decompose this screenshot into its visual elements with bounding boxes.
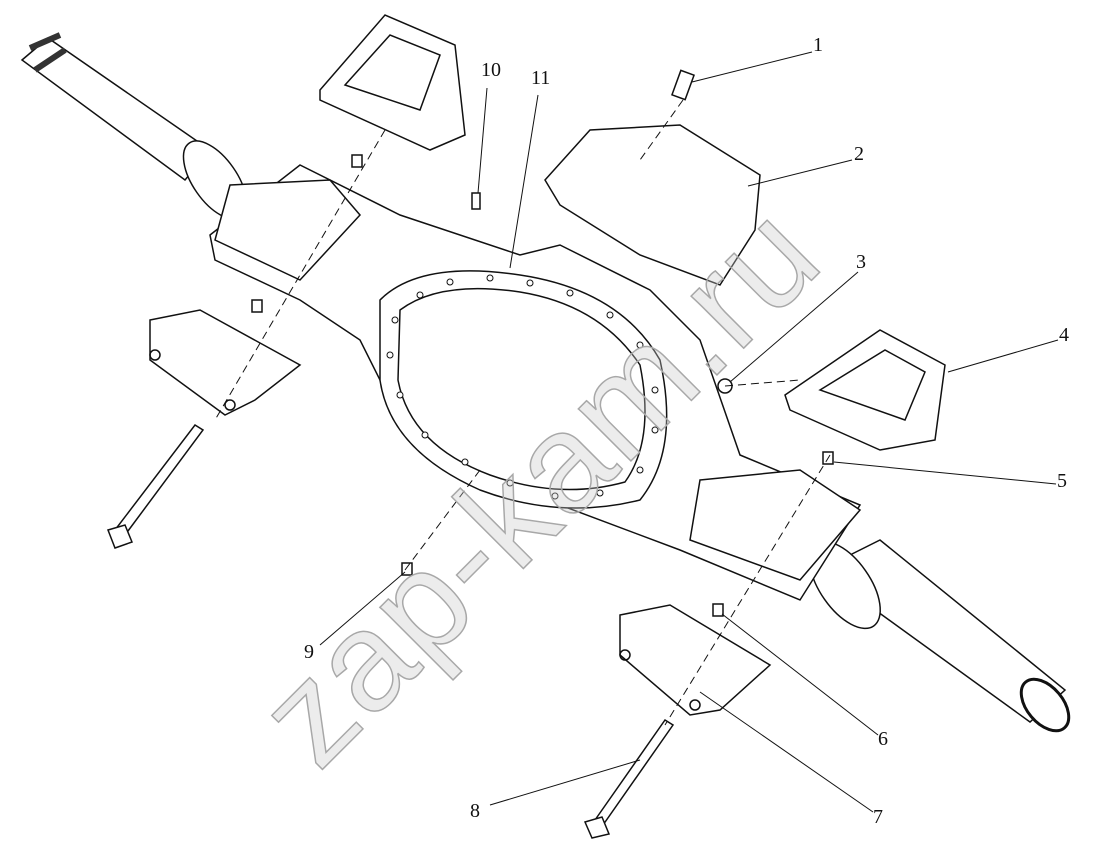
upper-spring-seat-left (319, 14, 466, 151)
u-bolt-head-right (583, 816, 611, 839)
upper-spring-seat-right (784, 329, 946, 451)
assembly-lines (214, 99, 831, 726)
callout-9: 9 (304, 641, 314, 663)
lower-spring-seat-right (619, 604, 772, 716)
u-bolt-left (113, 424, 205, 536)
dowel-9 (401, 562, 413, 576)
callout-7: 7 (873, 806, 883, 828)
callout-1: 1 (813, 34, 823, 56)
callout-8: 8 (470, 800, 480, 822)
right-axle-shaft (809, 539, 1071, 733)
housing-bolt-holes (386, 274, 659, 500)
callout-10: 10 (481, 59, 501, 81)
leader-lines (319, 51, 1059, 813)
dowel-lower-left (251, 299, 263, 313)
left-axle-shaft (20, 32, 248, 220)
callout-5: 5 (1057, 470, 1067, 492)
bracket (544, 124, 761, 286)
axle-housing (209, 164, 862, 601)
u-bolt-right (593, 718, 675, 827)
callout-2: 2 (854, 143, 864, 165)
callout-11: 11 (531, 67, 551, 89)
u-bolt-head-left (107, 524, 133, 549)
lower-spring-seat-left (149, 309, 302, 416)
bolt-10 (471, 192, 481, 210)
callout-6: 6 (878, 728, 888, 750)
bolt-1 (671, 69, 695, 101)
dowel-6 (712, 603, 724, 617)
dowel-upper-left (351, 154, 363, 168)
callout-3: 3 (856, 251, 866, 273)
callout-4: 4 (1059, 324, 1069, 346)
